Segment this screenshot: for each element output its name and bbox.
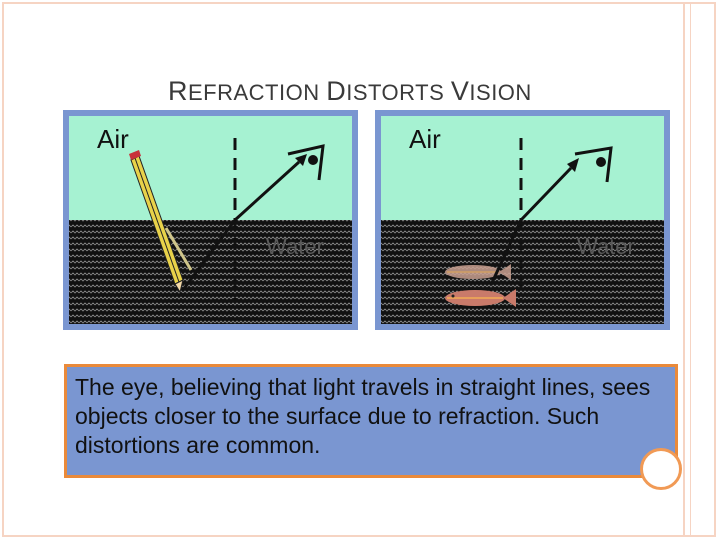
water-region bbox=[69, 220, 352, 324]
slide-title: REFRACTION DISTORTS VISION bbox=[168, 76, 532, 106]
corner-decoration bbox=[640, 448, 682, 490]
incident-ray bbox=[233, 160, 301, 222]
refracted-ray bbox=[181, 219, 237, 291]
eye-icon bbox=[287, 144, 325, 181]
eye-icon bbox=[574, 146, 613, 183]
water-label: Water bbox=[577, 234, 635, 259]
apparent-pencil bbox=[164, 227, 193, 271]
fish-icon bbox=[445, 264, 511, 280]
pencil-icon bbox=[129, 150, 184, 294]
right-diagram bbox=[381, 116, 664, 324]
ray-arrowhead bbox=[567, 158, 579, 172]
water-region bbox=[381, 220, 664, 324]
left-diagram bbox=[69, 116, 352, 324]
air-region bbox=[69, 116, 352, 220]
frame-rule bbox=[683, 4, 685, 535]
refracted-ray bbox=[489, 219, 523, 286]
water-label: Water bbox=[266, 234, 324, 259]
fish-icon bbox=[445, 289, 516, 307]
right-diagram-panel: Air Water bbox=[375, 110, 670, 330]
incident-ray bbox=[519, 166, 573, 222]
air-label: Air bbox=[409, 124, 441, 154]
frame-rule-thin bbox=[690, 4, 691, 535]
caption-box: The eye, believing that light travels in… bbox=[64, 364, 678, 478]
ray-arrowhead bbox=[295, 154, 307, 166]
left-diagram-panel: Air Water bbox=[63, 110, 358, 330]
caption-text: The eye, believing that light travels in… bbox=[75, 374, 651, 458]
air-label: Air bbox=[97, 124, 129, 154]
